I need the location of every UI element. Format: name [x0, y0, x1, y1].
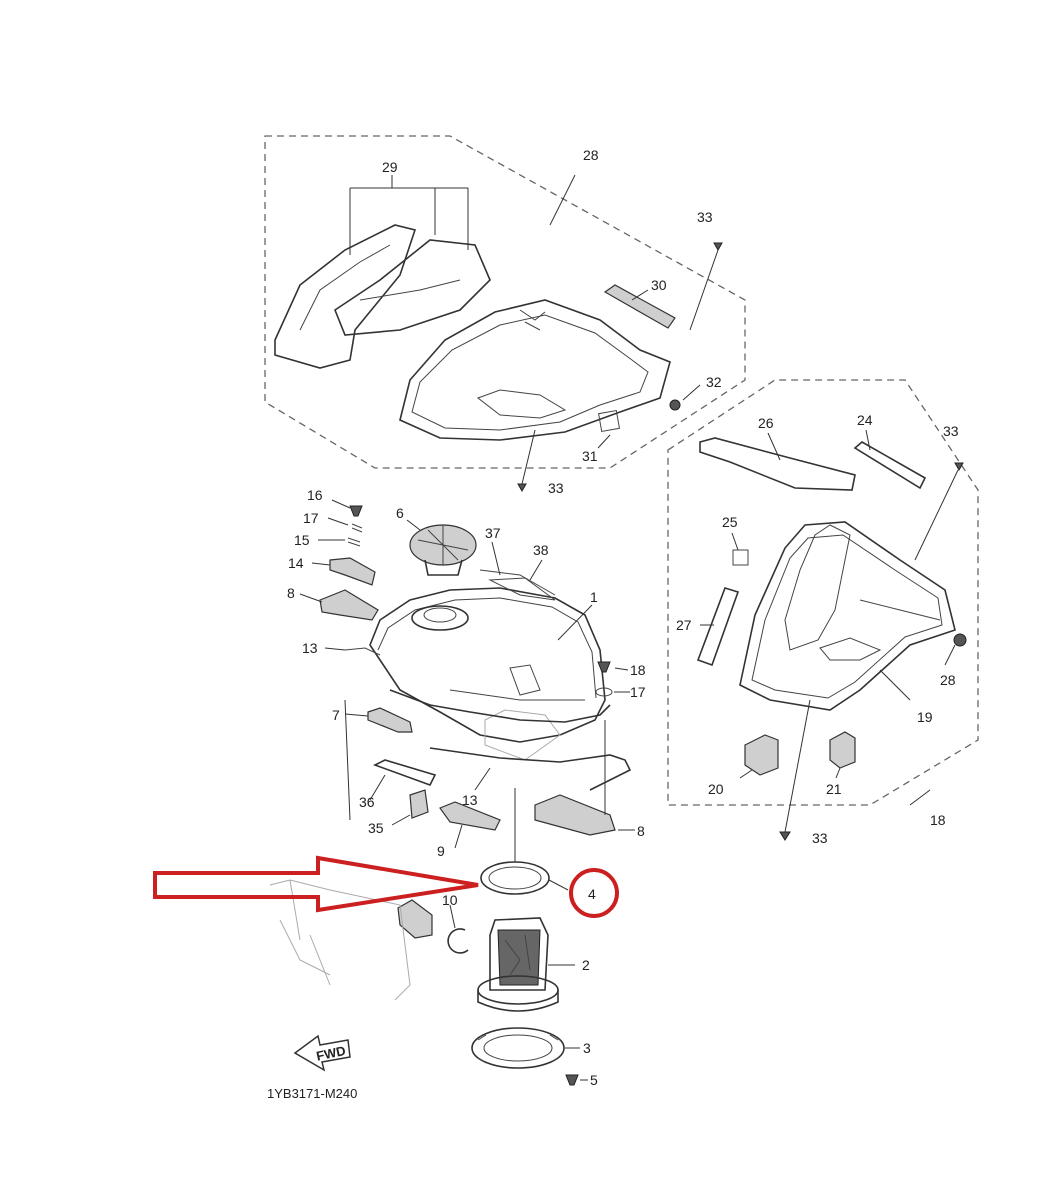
- part-28: [953, 633, 967, 647]
- callout-16: 16: [307, 487, 323, 503]
- bolt-5: [565, 1074, 579, 1086]
- callout-22: 20: [708, 781, 724, 797]
- callout-7: 7: [332, 707, 340, 723]
- diagram-code: 1YB3171-M240: [267, 1086, 357, 1101]
- callout-30: 29: [382, 159, 398, 175]
- callout-27: 27: [676, 617, 692, 633]
- callout-28: 28: [940, 672, 956, 688]
- callout-13: 13: [462, 792, 478, 808]
- part-25: [732, 549, 749, 566]
- part-26: [699, 437, 856, 491]
- bracket-9: [534, 794, 616, 836]
- callout-15: 15: [294, 532, 310, 548]
- callout-23: 21: [826, 781, 842, 797]
- callout-24: 24: [857, 412, 873, 428]
- fuel-pump-2: [477, 917, 559, 1012]
- tank-cover-29: [399, 299, 671, 441]
- screw-34-cover: [517, 483, 527, 493]
- callout-34: 33: [697, 209, 713, 225]
- frame-outline: [269, 879, 411, 1001]
- part-31: [603, 284, 676, 329]
- side-cover-20: [739, 521, 956, 711]
- callout-12: 10: [442, 892, 458, 908]
- screw-34-right-top: [954, 462, 964, 472]
- callout-29: 28: [583, 147, 599, 163]
- screw-34-bottom: [779, 831, 791, 841]
- hose-13-top: [344, 647, 381, 656]
- bolt-19: [597, 661, 611, 673]
- part-23: [829, 731, 856, 769]
- callout-20: 18: [930, 812, 946, 828]
- hose-13-bottom: [429, 747, 632, 791]
- bracket-7: [367, 707, 413, 733]
- callout-33: 32: [706, 374, 722, 390]
- fuel-tank-1: [369, 587, 611, 761]
- callout-38: 38: [533, 542, 549, 558]
- spring-15: [347, 537, 361, 547]
- bracket-clip: [397, 899, 433, 939]
- callout-35: 35: [368, 820, 384, 836]
- bolt-16: [349, 505, 363, 517]
- callout-6: 6: [396, 505, 404, 521]
- part-32: [597, 409, 621, 433]
- fuel-cap-6: [409, 524, 477, 576]
- callout-34: 33: [812, 830, 828, 846]
- callout-5: 5: [590, 1072, 598, 1088]
- callout-9: 8: [637, 823, 645, 839]
- callout-labels: 29 28 33 30 32 31 33 26 24 33 25 27 28 1…: [287, 147, 959, 1088]
- part-38: [488, 577, 556, 601]
- leader-29: [549, 174, 576, 226]
- callout-10: 9: [437, 843, 445, 859]
- callout-31: 30: [651, 277, 667, 293]
- callout-1: 1: [590, 589, 598, 605]
- trim-36: [372, 759, 437, 786]
- gasket-4: [480, 861, 550, 895]
- part-37: [479, 569, 556, 596]
- part-33: [669, 399, 681, 411]
- callout-34: 33: [943, 423, 959, 439]
- callout-36: 36: [359, 794, 375, 810]
- callout-26: 26: [758, 415, 774, 431]
- bracket-8: [319, 589, 379, 621]
- callout-21: 19: [917, 709, 933, 725]
- callout-34: 33: [548, 480, 564, 496]
- clip-12: [447, 928, 469, 954]
- highlight-circle: [569, 868, 619, 918]
- callout-37: 37: [485, 525, 501, 541]
- callout-13: 13: [302, 640, 318, 656]
- washer-18: [595, 687, 613, 697]
- decal-30: [274, 175, 491, 369]
- part-22: [744, 734, 779, 776]
- bracket-10: [439, 801, 501, 831]
- callout-3: 3: [583, 1040, 591, 1056]
- callout-2: 2: [582, 957, 590, 973]
- callout-8: 8: [287, 585, 295, 601]
- part-24: [853, 441, 927, 490]
- part-35: [409, 789, 429, 819]
- callout-25: 25: [722, 514, 738, 530]
- retainer-ring-3: [471, 1027, 565, 1069]
- callout-14: 14: [288, 555, 304, 571]
- fwd-label: FWD: [315, 1043, 347, 1064]
- screw-34-top: [713, 242, 723, 252]
- callout-4: 4: [588, 886, 596, 902]
- part-27: [696, 587, 740, 667]
- callout-17: 17: [303, 510, 319, 526]
- callout-18: 17: [630, 684, 646, 700]
- fwd-arrow-icon: FWD: [293, 1034, 351, 1072]
- group-29-box: [264, 135, 746, 469]
- bracket-14: [329, 557, 376, 586]
- spring-17: [351, 523, 363, 533]
- callout-32: 31: [582, 448, 598, 464]
- group-20-box: [667, 379, 979, 806]
- highlight-arrow: [153, 855, 479, 913]
- callout-19: 18: [630, 662, 646, 678]
